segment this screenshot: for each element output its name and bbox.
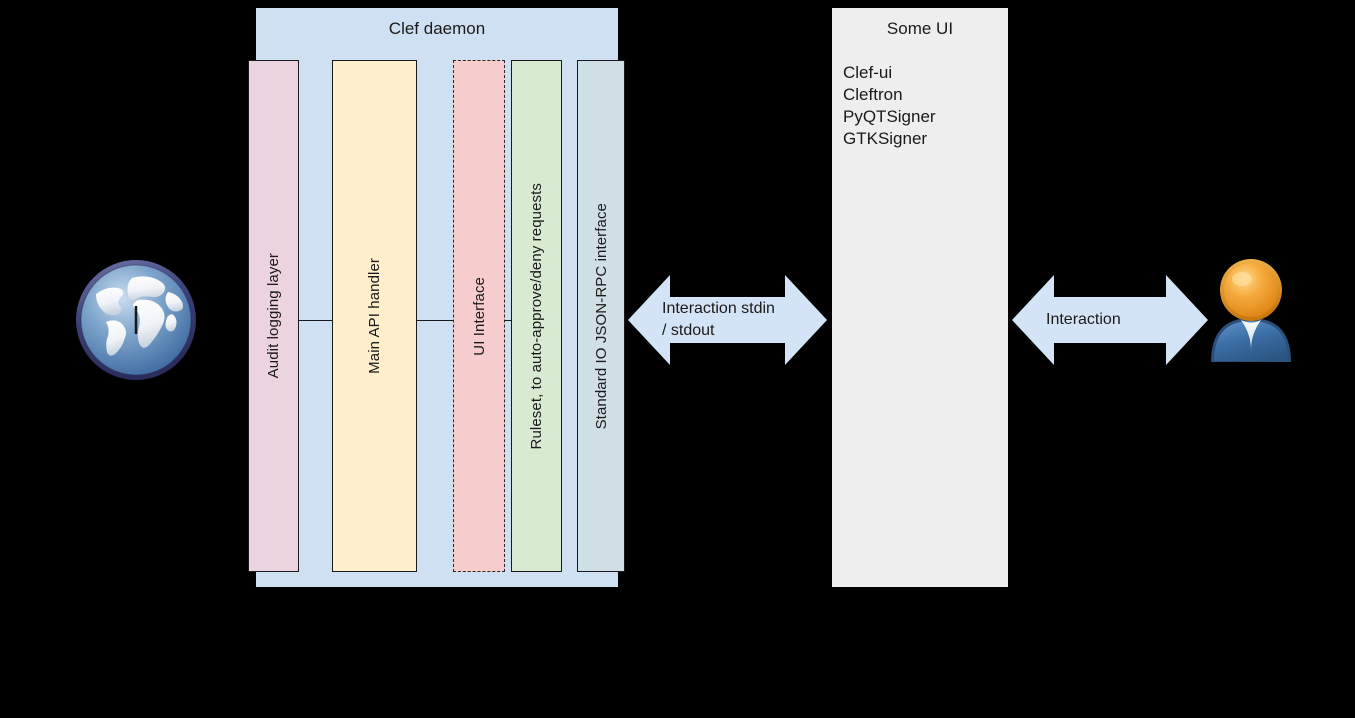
connector-api-ui bbox=[416, 320, 454, 321]
user-icon bbox=[1203, 254, 1299, 364]
connector-audit-api bbox=[298, 320, 333, 321]
arrow-stdio-line1: Interaction stdin bbox=[662, 300, 775, 317]
arrow-interaction-line1: Interaction bbox=[1046, 311, 1121, 328]
box-audit-logging-layer[interactable]: Audit logging layer bbox=[248, 60, 299, 572]
some-ui-title: Some UI bbox=[886, 19, 954, 38]
arrow-stdio-line2: / stdout bbox=[662, 322, 715, 339]
box-ui-interface[interactable]: UI Interface bbox=[453, 60, 505, 572]
clef-daemon-title: Clef daemon bbox=[388, 19, 486, 38]
list-item: GTKSigner bbox=[843, 129, 928, 148]
clef-daemon-container bbox=[256, 8, 618, 587]
box-ruleset[interactable]: Ruleset, to auto-approve/deny requests bbox=[511, 60, 562, 572]
box-ruleset-label: Ruleset, to auto-approve/deny requests bbox=[528, 182, 545, 450]
box-main-api-handler[interactable]: Main API handler bbox=[332, 60, 417, 572]
box-main-api-handler-label: Main API handler bbox=[366, 258, 383, 374]
connector-ui-ruleset bbox=[504, 320, 512, 321]
box-standard-io-jsonrpc-interface-label: Standard IO JSON-RPC interface bbox=[592, 202, 610, 430]
some-ui-panel bbox=[832, 8, 1008, 587]
some-ui-list: Clef-ui Cleftron PyQTSigner GTKSigner bbox=[843, 62, 1003, 150]
arrow-interaction-user-label: Interaction bbox=[1012, 270, 1208, 370]
arrow-interaction-stdio: Interaction stdin / stdout bbox=[628, 270, 827, 370]
arrow-interaction-user: Interaction bbox=[1012, 270, 1208, 370]
box-standard-io-jsonrpc-interface[interactable]: Standard IO JSON-RPC interface bbox=[577, 60, 625, 572]
globe-icon bbox=[72, 256, 200, 384]
arrow-interaction-stdio-label: Interaction stdin / stdout bbox=[628, 270, 827, 370]
list-item: PyQTSigner bbox=[843, 107, 936, 126]
list-item: Cleftron bbox=[843, 85, 903, 104]
box-audit-logging-layer-label: Audit logging layer bbox=[265, 253, 282, 379]
list-item: Clef-ui bbox=[843, 63, 893, 82]
box-ui-interface-label: UI Interface bbox=[470, 276, 488, 356]
